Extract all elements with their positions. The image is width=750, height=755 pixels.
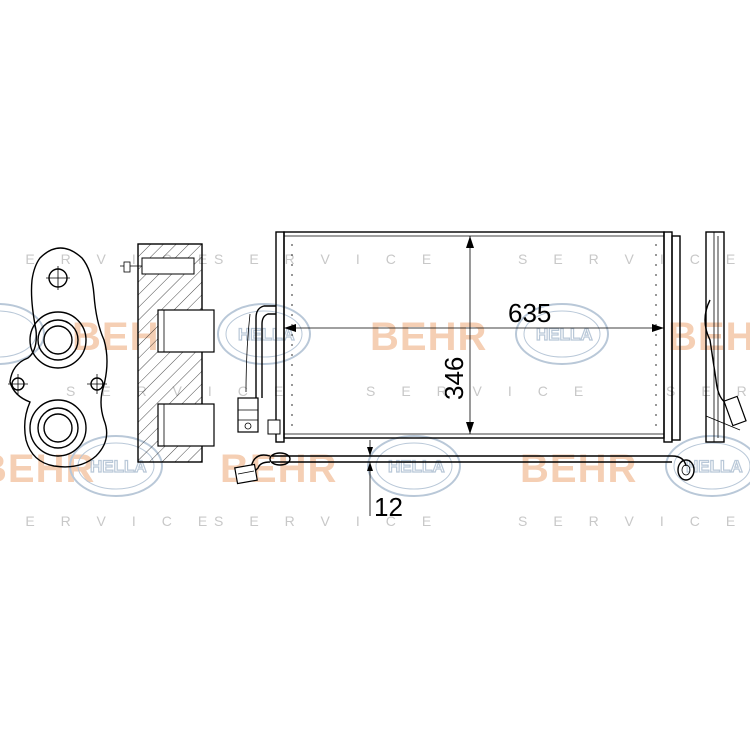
dimension-height-label: 346 — [439, 357, 469, 400]
pipe-bottom-view — [234, 452, 695, 485]
watermark-behr: BEHR — [520, 447, 637, 491]
dimension-width: 635 — [284, 298, 664, 332]
flange-front-view — [8, 247, 108, 468]
condenser-side-view — [704, 231, 747, 443]
dimension-height: 346 — [439, 236, 474, 434]
dimension-width-label: 635 — [508, 298, 551, 328]
dimension-pipe: 12 — [367, 440, 403, 522]
condenser-front-view — [237, 231, 681, 443]
watermark-hella-logo: HELLA — [515, 303, 609, 365]
watermark-service: SERVICE — [518, 251, 750, 267]
watermark-behr: BEHR — [370, 315, 487, 359]
watermark-service: SERVICE — [214, 251, 457, 267]
svg-text:HELLA: HELLA — [238, 325, 295, 344]
watermark-service: SERVICE — [518, 513, 750, 529]
watermark-hella-logo: HELLA — [665, 435, 750, 497]
svg-text:HELLA: HELLA — [388, 457, 445, 476]
flange-section-view — [120, 243, 215, 463]
watermark-hella-logo: HELLA — [217, 303, 311, 365]
dimension-pipe-label: 12 — [374, 492, 403, 522]
watermark-service: SERVICE — [0, 513, 233, 529]
watermark-hella-logo — [0, 303, 45, 365]
svg-text:HELLA: HELLA — [686, 457, 743, 476]
watermark-service: SERVICE — [214, 513, 457, 529]
svg-text:HELLA: HELLA — [90, 457, 147, 476]
watermark-service: SERVICE — [666, 383, 750, 399]
watermark-layer: SERVICE SERVICE SERVICE SERVICE SERVICE … — [0, 251, 750, 529]
svg-text:HELLA: HELLA — [536, 325, 593, 344]
watermark-service: SERVICE — [366, 383, 609, 399]
watermark-hella-logo: HELLA — [367, 435, 461, 497]
